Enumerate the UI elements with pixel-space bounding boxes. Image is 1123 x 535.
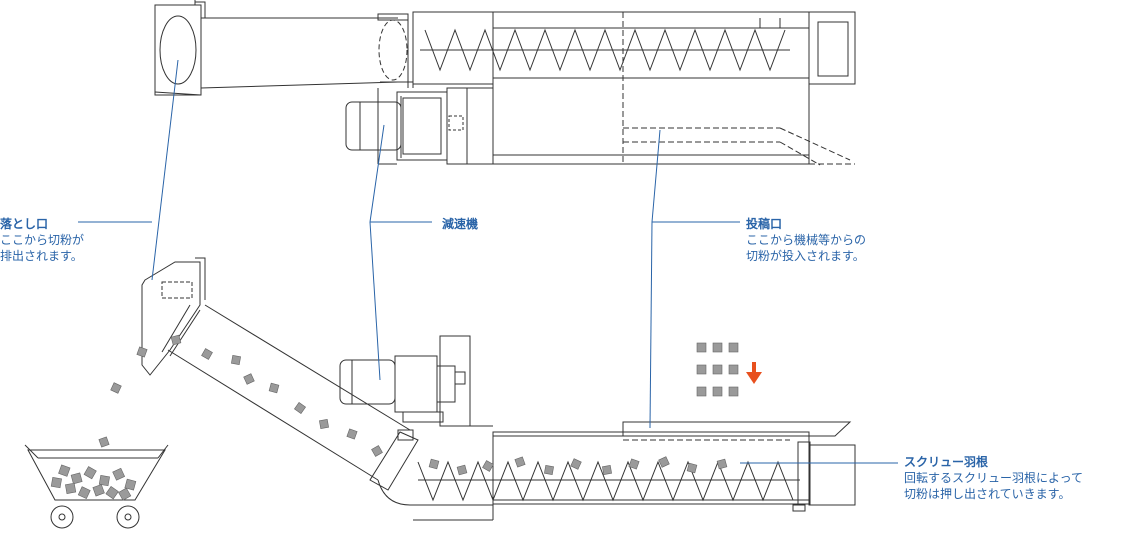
outlet-line-2: 排出されます。 (0, 249, 83, 263)
inlet-line-2: 切粉が投入されます。 (746, 249, 865, 263)
side-outlet (141, 257, 206, 376)
label-reducer: 減速機 (442, 216, 478, 232)
outlet-title: 落とし口 (0, 217, 49, 231)
top-inlet (622, 12, 855, 166)
top-outlet (154, 0, 399, 96)
side-screw-flight (417, 460, 800, 502)
label-screw: スクリュー羽根 回転するスクリュー羽根によって 切粉は押し出されていきます。 (904, 454, 1083, 502)
screw-title: スクリュー羽根 (904, 455, 989, 469)
reducer-title: 減速機 (442, 217, 479, 231)
top-drive-end (377, 13, 414, 88)
chip-cart (24, 444, 169, 529)
input-arrow-icon (746, 362, 762, 384)
label-inlet: 投稿口 ここから機械等からの 切粉が投入されます。 (746, 216, 866, 264)
label-outlet: 落とし口 ここから切粉が 排出されます。 (0, 216, 84, 264)
outlet-line-1: ここから切粉が (0, 233, 85, 247)
top-screw-flight (420, 28, 790, 72)
inclined-tube (161, 304, 411, 481)
inlet-title: 投稿口 (746, 217, 783, 231)
side-inlet (622, 421, 852, 441)
inlet-line-1: ここから機械等からの (746, 233, 867, 247)
screw-line-2: 切粉は押し出されていきます。 (904, 487, 1071, 501)
top-motor (345, 87, 493, 165)
top-housing (412, 11, 856, 165)
side-view (24, 257, 856, 529)
leader-lines (78, 59, 898, 464)
screw-line-1: 回転するスクリュー羽根によって (904, 471, 1084, 485)
chips (50, 334, 739, 501)
side-coupling (369, 429, 493, 506)
side-motor (339, 335, 493, 427)
top-view (154, 0, 856, 166)
